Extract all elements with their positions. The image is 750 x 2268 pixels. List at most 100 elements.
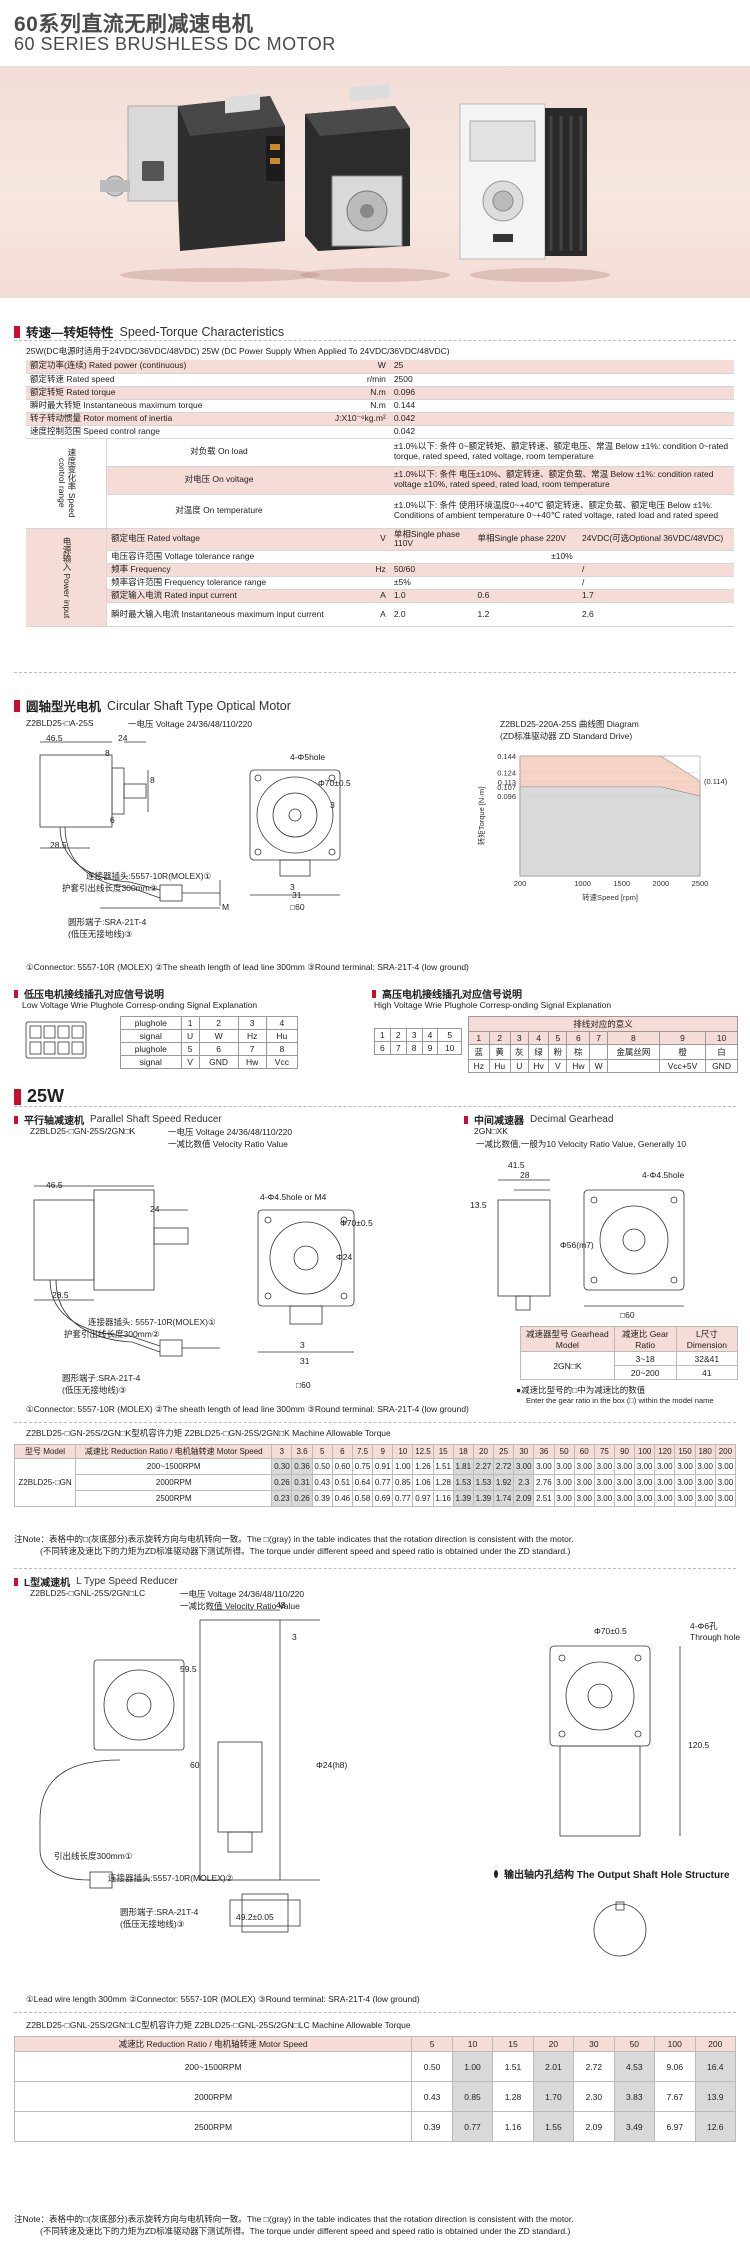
table-cell: 2.27: [472, 1458, 495, 1475]
circular-motor-front-drawing: [249, 769, 341, 896]
decimal-gearhead-drawing: [497, 1179, 685, 1311]
table-cell: 3.00: [553, 1474, 575, 1491]
column-header: 50: [613, 2036, 656, 2052]
column-header: 30: [513, 1444, 535, 1459]
chart-y-tick-label: 0.107: [497, 783, 516, 792]
chart-x-tick-label: 2500: [692, 879, 709, 888]
spec-row: 对电压 On voltage ±1.0%以下: 条件 电压±10%、额定转速、额…: [26, 466, 734, 495]
table-cell: 1.16: [432, 1490, 454, 1507]
column-header: 50: [553, 1444, 575, 1459]
column-header: 100: [654, 2036, 696, 2052]
table-cell: 3.00: [613, 1458, 636, 1475]
table-cell: 1.28: [432, 1474, 454, 1491]
table-cell: 3.00: [553, 1490, 575, 1507]
column-header: 5: [411, 2036, 453, 2052]
table-cell: 0.31: [291, 1474, 313, 1491]
chart-x-tick-label: 200: [514, 879, 527, 888]
l-type-front-drawing: [549, 1645, 681, 1837]
table-cell: 3.00: [654, 1490, 676, 1507]
section-title-en: Speed-Torque Characteristics: [119, 324, 285, 339]
spec-row: 速度变化率 Speed control range 对负载 On load ±1…: [26, 438, 734, 529]
low-voltage-wiring-title: 低压电机接线插孔对应信号说明: [14, 986, 164, 1001]
table-cell: Z2BLD25-□GN: [13, 1458, 77, 1507]
table-cell: 0.51: [331, 1474, 353, 1491]
column-header: 减速比 Reduction Ratio / 电机轴转速 Motor Speed: [75, 1444, 273, 1459]
chart-y-tick-label: 0.144: [497, 752, 516, 761]
table-cell: 1.00: [451, 2051, 494, 2082]
chart-y-tick-label: 0.113: [498, 778, 516, 787]
table-cell: 13.9: [694, 2081, 736, 2112]
column-header: 15: [492, 2036, 534, 2052]
divider: [14, 340, 736, 341]
torque-note-3: 注Note：表格中的□(灰底部分)表示旋转方向与电机转向一致。The □(gra…: [14, 2214, 574, 2224]
table-cell: 3.00: [593, 1490, 615, 1507]
table-cell: 200~1500RPM: [75, 1458, 273, 1475]
table-cell: 3.00: [714, 1458, 737, 1475]
table-cell: 3.00: [593, 1474, 615, 1491]
chart-x-tick-label: 1500: [613, 879, 630, 888]
table-cell: 3.00: [573, 1474, 595, 1491]
table-cell: 3.00: [694, 1458, 716, 1475]
spec-row: 瞬时最大输入电流 Instantaneous maximum input cur…: [26, 602, 734, 628]
table-row: 排线对应的意义: [468, 1016, 738, 1032]
shadow-3: [470, 268, 610, 282]
table-cell: 0.58: [351, 1490, 374, 1507]
table-cell: 2500RPM: [75, 1490, 273, 1507]
table-cell: 0.85: [451, 2081, 494, 2112]
table-cell: 0.23: [271, 1490, 293, 1507]
chart-x-tick-label: 1000: [574, 879, 591, 888]
shadow-2: [300, 268, 450, 282]
table-cell: 3.00: [573, 1490, 595, 1507]
table-cell: 1.28: [492, 2081, 534, 2112]
footnote-sec4: ①Lead wire length 300mm ②Connector: 5557…: [26, 1994, 420, 2004]
chart-title: Z2BLD25-220A-25S 曲线图 Diagram: [500, 719, 639, 729]
bullet-icon: [372, 989, 376, 998]
section-marker-icon: [14, 699, 20, 712]
column-header: 15: [432, 1444, 454, 1459]
table-cell: 0.77: [392, 1490, 414, 1507]
l-type-reducer-drawing: [39, 1609, 320, 1933]
speed-group-label: 速度变化率 Speed control range: [26, 438, 108, 529]
column-header: 100: [634, 1444, 656, 1459]
chart-y-tick-label: 0.124: [497, 769, 516, 778]
table-cell: 3.00: [613, 1490, 636, 1507]
column-header: 120: [654, 1444, 676, 1459]
torque-note-4: (不同转速及速比下的力矩为ZD标准驱动器下测试所得。The torque und…: [40, 2226, 571, 2236]
column-header: 25: [493, 1444, 515, 1459]
parallel-reducer-front-drawing: [257, 1209, 355, 1353]
chart-subtitle: (ZD标准驱动器 ZD Standard Drive): [500, 731, 633, 741]
table-cell: 1.00: [392, 1458, 414, 1475]
table-cell: 3.00: [714, 1474, 737, 1491]
torque-table-1-title: Z2BLD25-□GN-25S/2GN□K型机容许力矩 Z2BLD25-□GN-…: [26, 1428, 391, 1438]
chart-y-tick-label: 0.096: [497, 792, 516, 801]
table-cell: 3.00: [553, 1458, 575, 1475]
table-row: 蓝黄灰绿粉棕金属丝网橙白: [468, 1044, 738, 1060]
table-cell: 3.00: [593, 1458, 615, 1475]
table-cell: 2.01: [532, 2051, 575, 2082]
column-header: 20: [472, 1444, 495, 1459]
table-cell: 0.43: [411, 2081, 453, 2112]
footnote-sec3: ①Connector: 5557-10R (MOLEX) ②The sheath…: [26, 1404, 469, 1414]
table-cell: 1.39: [452, 1490, 474, 1507]
column-header: 36: [533, 1444, 555, 1459]
table-cell: 2.09: [573, 2111, 615, 2142]
table-cell: 0.30: [271, 1458, 293, 1475]
column-header: 5: [311, 1444, 333, 1459]
footnote-sec2: ①Connector: 5557-10R (MOLEX) ②The sheath…: [26, 962, 469, 972]
